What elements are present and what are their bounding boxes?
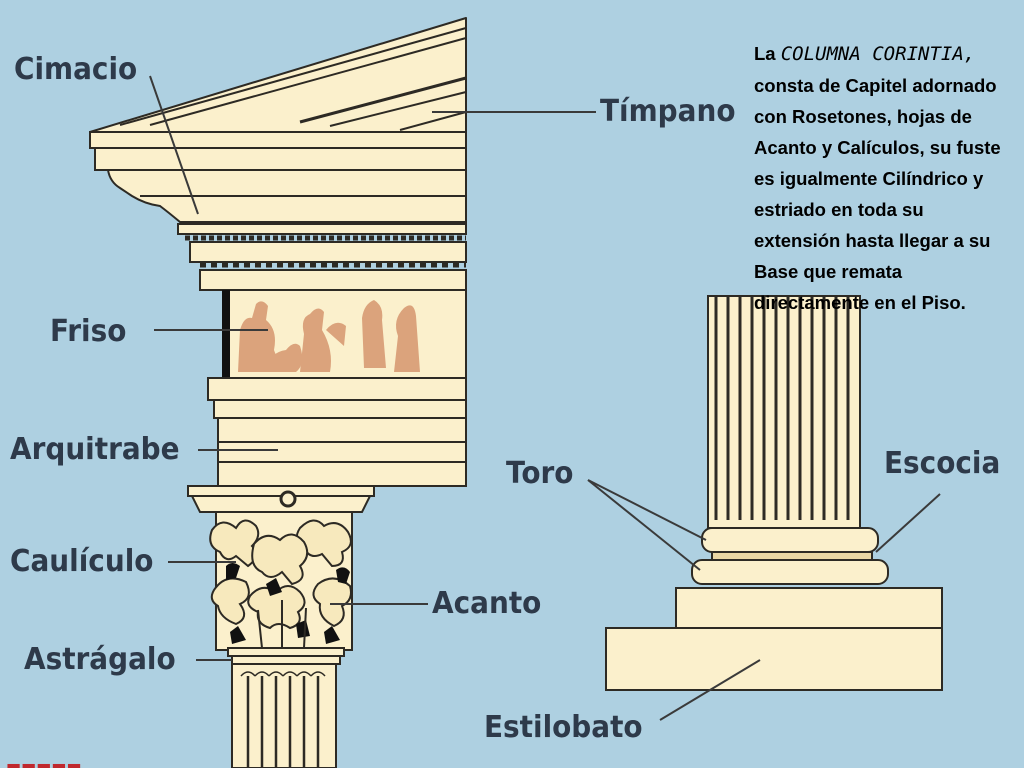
label-caulicolo: Caulículo — [10, 544, 154, 579]
leader-escocia — [875, 493, 941, 553]
description-highlight: COLUMNA CORINTIA, — [780, 43, 976, 65]
leader-toro-1 — [587, 479, 707, 541]
astragal — [227, 647, 345, 665]
publisher-logo: ▬▬▬▬▬ — [6, 756, 82, 768]
description-body: consta de Capitel adornado con Rosetones… — [754, 75, 1001, 313]
description-intro: La — [754, 43, 776, 64]
leader-estilobato — [659, 659, 761, 721]
label-escocia: Escocia — [884, 446, 1001, 481]
column-base — [691, 527, 889, 585]
label-timpano: Tímpano — [600, 94, 736, 129]
label-toro: Toro — [506, 456, 574, 491]
leader-toro-2 — [587, 479, 701, 571]
label-astragalo: Astrágalo — [24, 642, 176, 677]
architrave — [207, 377, 467, 487]
label-estilobato: Estilobato — [484, 710, 643, 745]
description-text: La COLUMNA CORINTIA, consta de Capitel a… — [754, 38, 1012, 318]
cornice — [89, 131, 467, 291]
label-acanto: Acanto — [432, 586, 542, 621]
column-shaft-left — [231, 663, 337, 768]
leader-cimacio — [149, 75, 199, 215]
label-arquitrabe: Arquitrabe — [10, 432, 180, 467]
capital — [187, 485, 375, 651]
frieze — [222, 289, 467, 379]
leader-lines — [149, 75, 941, 721]
label-friso: Friso — [50, 314, 127, 349]
label-cimacio: Cimacio — [14, 52, 138, 87]
stylobate — [605, 587, 943, 691]
frieze-figures — [238, 300, 420, 372]
column-shaft-right — [707, 295, 861, 529]
